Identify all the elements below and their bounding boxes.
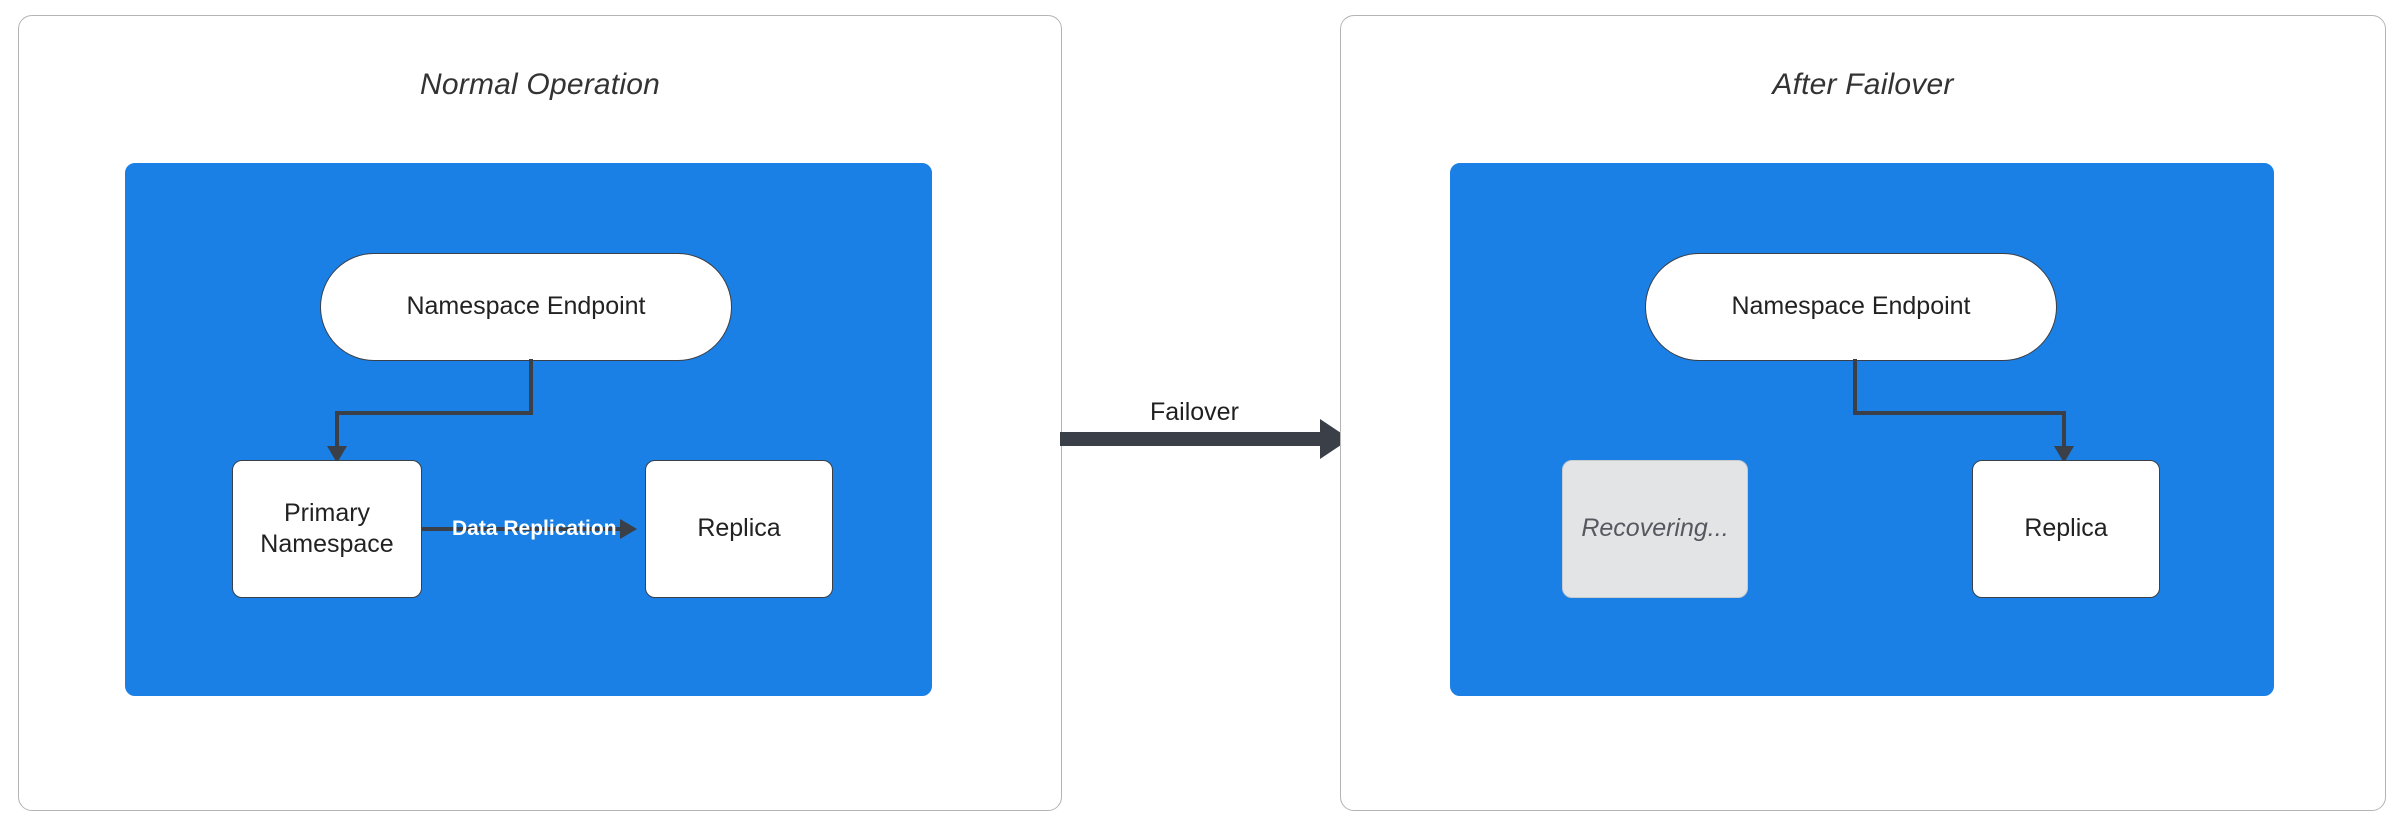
node-label-line2: Namespace — [260, 530, 394, 558]
connector-endpoint-primary-horizontal — [337, 411, 533, 415]
node-replica-left[interactable]: Replica — [645, 460, 833, 598]
edge-label-data-replication: Data Replication — [452, 517, 617, 540]
edge-label-failover: Failover — [1150, 398, 1239, 426]
node-primary-namespace[interactable]: Primary Namespace — [232, 460, 422, 598]
connector-endpoint-replica-vertical-b — [2062, 411, 2066, 452]
connector-endpoint-primary-vertical-a — [529, 359, 533, 415]
arrowhead-endpoint-to-primary — [327, 446, 347, 463]
node-label: Replica — [2024, 514, 2108, 543]
connector-endpoint-replica-vertical-a — [1853, 359, 1857, 415]
node-namespace-endpoint-right[interactable]: Namespace Endpoint — [1645, 253, 2057, 361]
connector-failover-bar — [1060, 432, 1322, 446]
panel-title-after-failover: After Failover — [1772, 68, 1954, 101]
node-label-line1: Primary — [283, 498, 371, 527]
node-replica-right[interactable]: Replica — [1972, 460, 2160, 598]
arrowhead-endpoint-to-replica — [2054, 446, 2074, 463]
node-recovering[interactable]: Recovering... — [1562, 460, 1748, 598]
cluster-after-failover — [1450, 163, 2274, 696]
node-label: Namespace Endpoint — [406, 292, 646, 321]
node-label: Recovering... — [1581, 514, 1729, 543]
node-label: Namespace Endpoint — [1731, 292, 1971, 321]
connector-endpoint-primary-vertical-b — [335, 411, 339, 452]
connector-primary-to-replica — [422, 527, 625, 531]
node-label: Replica — [697, 514, 781, 543]
panel-title-normal-operation: Normal Operation — [420, 68, 660, 101]
cluster-normal-operation — [125, 163, 932, 696]
arrowhead-primary-to-replica — [620, 519, 637, 539]
node-namespace-endpoint-left[interactable]: Namespace Endpoint — [320, 253, 732, 361]
connector-endpoint-replica-horizontal — [1853, 411, 2066, 415]
